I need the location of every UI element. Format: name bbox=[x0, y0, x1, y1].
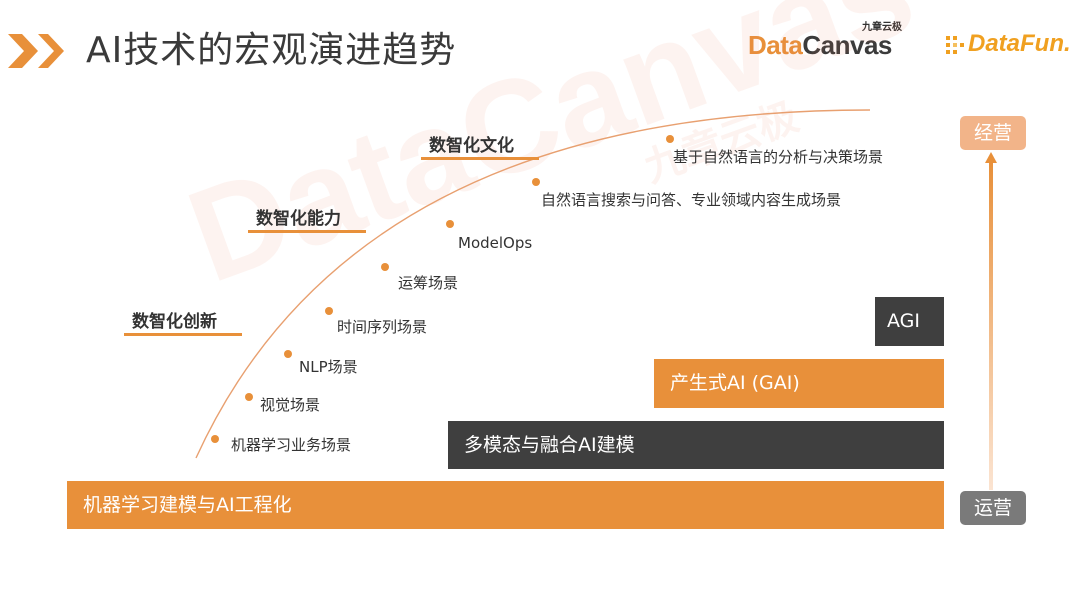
curve-point-label: 视觉场景 bbox=[260, 396, 321, 414]
axis-arrow-icon bbox=[985, 152, 997, 490]
datafun-logo-icon bbox=[946, 36, 964, 54]
curve-point-dot bbox=[325, 307, 333, 315]
curve-point-dot bbox=[211, 435, 219, 443]
chevron-right-icon bbox=[8, 34, 38, 68]
bar-agi: AGI bbox=[875, 297, 944, 346]
curve-point-label: 机器学习业务场景 bbox=[231, 436, 352, 454]
curve-point-dot bbox=[245, 393, 253, 401]
bar-gai: 产生式AI (GAI) bbox=[654, 359, 944, 408]
datafun-logo: DataFun. bbox=[968, 30, 1071, 57]
stage-label-capability: 数智化能力 bbox=[256, 209, 341, 229]
logo-part-canvas: Canvas bbox=[802, 30, 892, 60]
stage-underline bbox=[124, 333, 242, 336]
stage-label-culture: 数智化文化 bbox=[429, 136, 514, 156]
curve-point-label: NLP场景 bbox=[299, 358, 358, 376]
curve-point-label: 时间序列场景 bbox=[337, 318, 428, 336]
curve-point-dot bbox=[446, 220, 454, 228]
axis-tag-top: 经营 bbox=[960, 116, 1026, 150]
bar-base: 机器学习建模与AI工程化 bbox=[67, 481, 944, 529]
page-title: AI技术的宏观演进趋势 bbox=[86, 30, 457, 71]
axis-tag-bottom: 运营 bbox=[960, 491, 1026, 525]
curve-point-label: 基于自然语言的分析与决策场景 bbox=[673, 148, 884, 166]
bar-multimodal: 多模态与融合AI建模 bbox=[448, 421, 944, 469]
curve-point-dot bbox=[532, 178, 540, 186]
datacanvas-logo-cn: 九章云极 bbox=[862, 22, 902, 33]
logo-part-data: Data bbox=[748, 30, 803, 60]
curve-point-dot bbox=[284, 350, 292, 358]
stage-underline bbox=[421, 157, 539, 160]
chevron-right-icon bbox=[38, 34, 64, 68]
curve-point-label: 自然语言搜索与问答、专业领域内容生成场景 bbox=[541, 191, 842, 209]
curve-point-dot bbox=[381, 263, 389, 271]
curve-point-dot bbox=[666, 135, 674, 143]
datacanvas-logo: DataCanvas bbox=[748, 30, 892, 61]
curve-point-label: 运筹场景 bbox=[398, 274, 459, 292]
curve-point-label: ModelOps bbox=[458, 234, 533, 252]
stage-underline bbox=[248, 230, 366, 233]
stage-label-innovation: 数智化创新 bbox=[132, 312, 217, 332]
